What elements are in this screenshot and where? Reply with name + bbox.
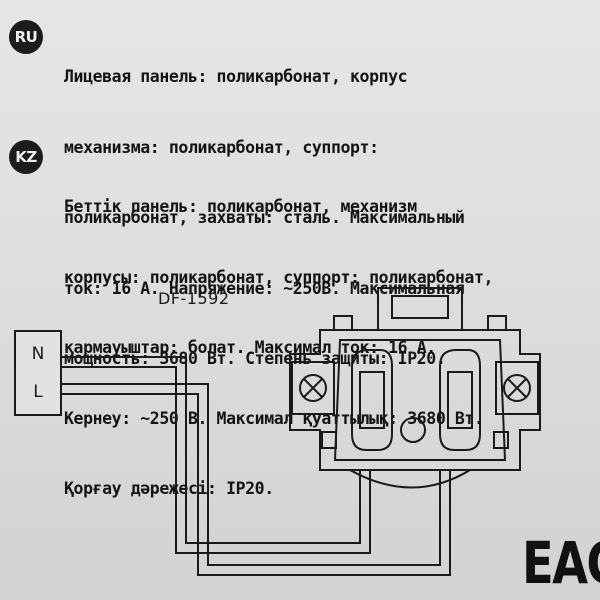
language-badge-ru: RU	[9, 20, 43, 54]
terminal-live-label: L	[33, 382, 43, 402]
spec-line: механизма: поликарбонат, суппорт:	[64, 137, 379, 157]
socket-mechanism	[289, 287, 541, 489]
eac-certification-mark: EAC	[522, 529, 600, 597]
spec-line: Лицевая панель: поликарбонат, корпус	[64, 67, 408, 86]
spec-line: поликарбонат, захваты: сталь. Максимальн…	[64, 208, 465, 227]
terminal-block: N L	[14, 330, 62, 416]
terminal-neutral-label: N	[31, 344, 45, 364]
spec-line: Қорғау дәрежесі: IP20.	[64, 479, 274, 498]
spec-line: корпусы: поликарбонат, суппорт: поликарб…	[64, 267, 494, 287]
model-number: DF-1592	[158, 289, 230, 308]
wire-neutral	[62, 356, 371, 554]
language-badge-kz: KZ	[9, 140, 43, 174]
spec-line: Беттік панель: поликарбонат, механизм	[64, 197, 417, 216]
wire-live	[62, 383, 451, 576]
spec-line: қармауыштар: болат. Максимал ток: 16 А.	[64, 338, 436, 357]
